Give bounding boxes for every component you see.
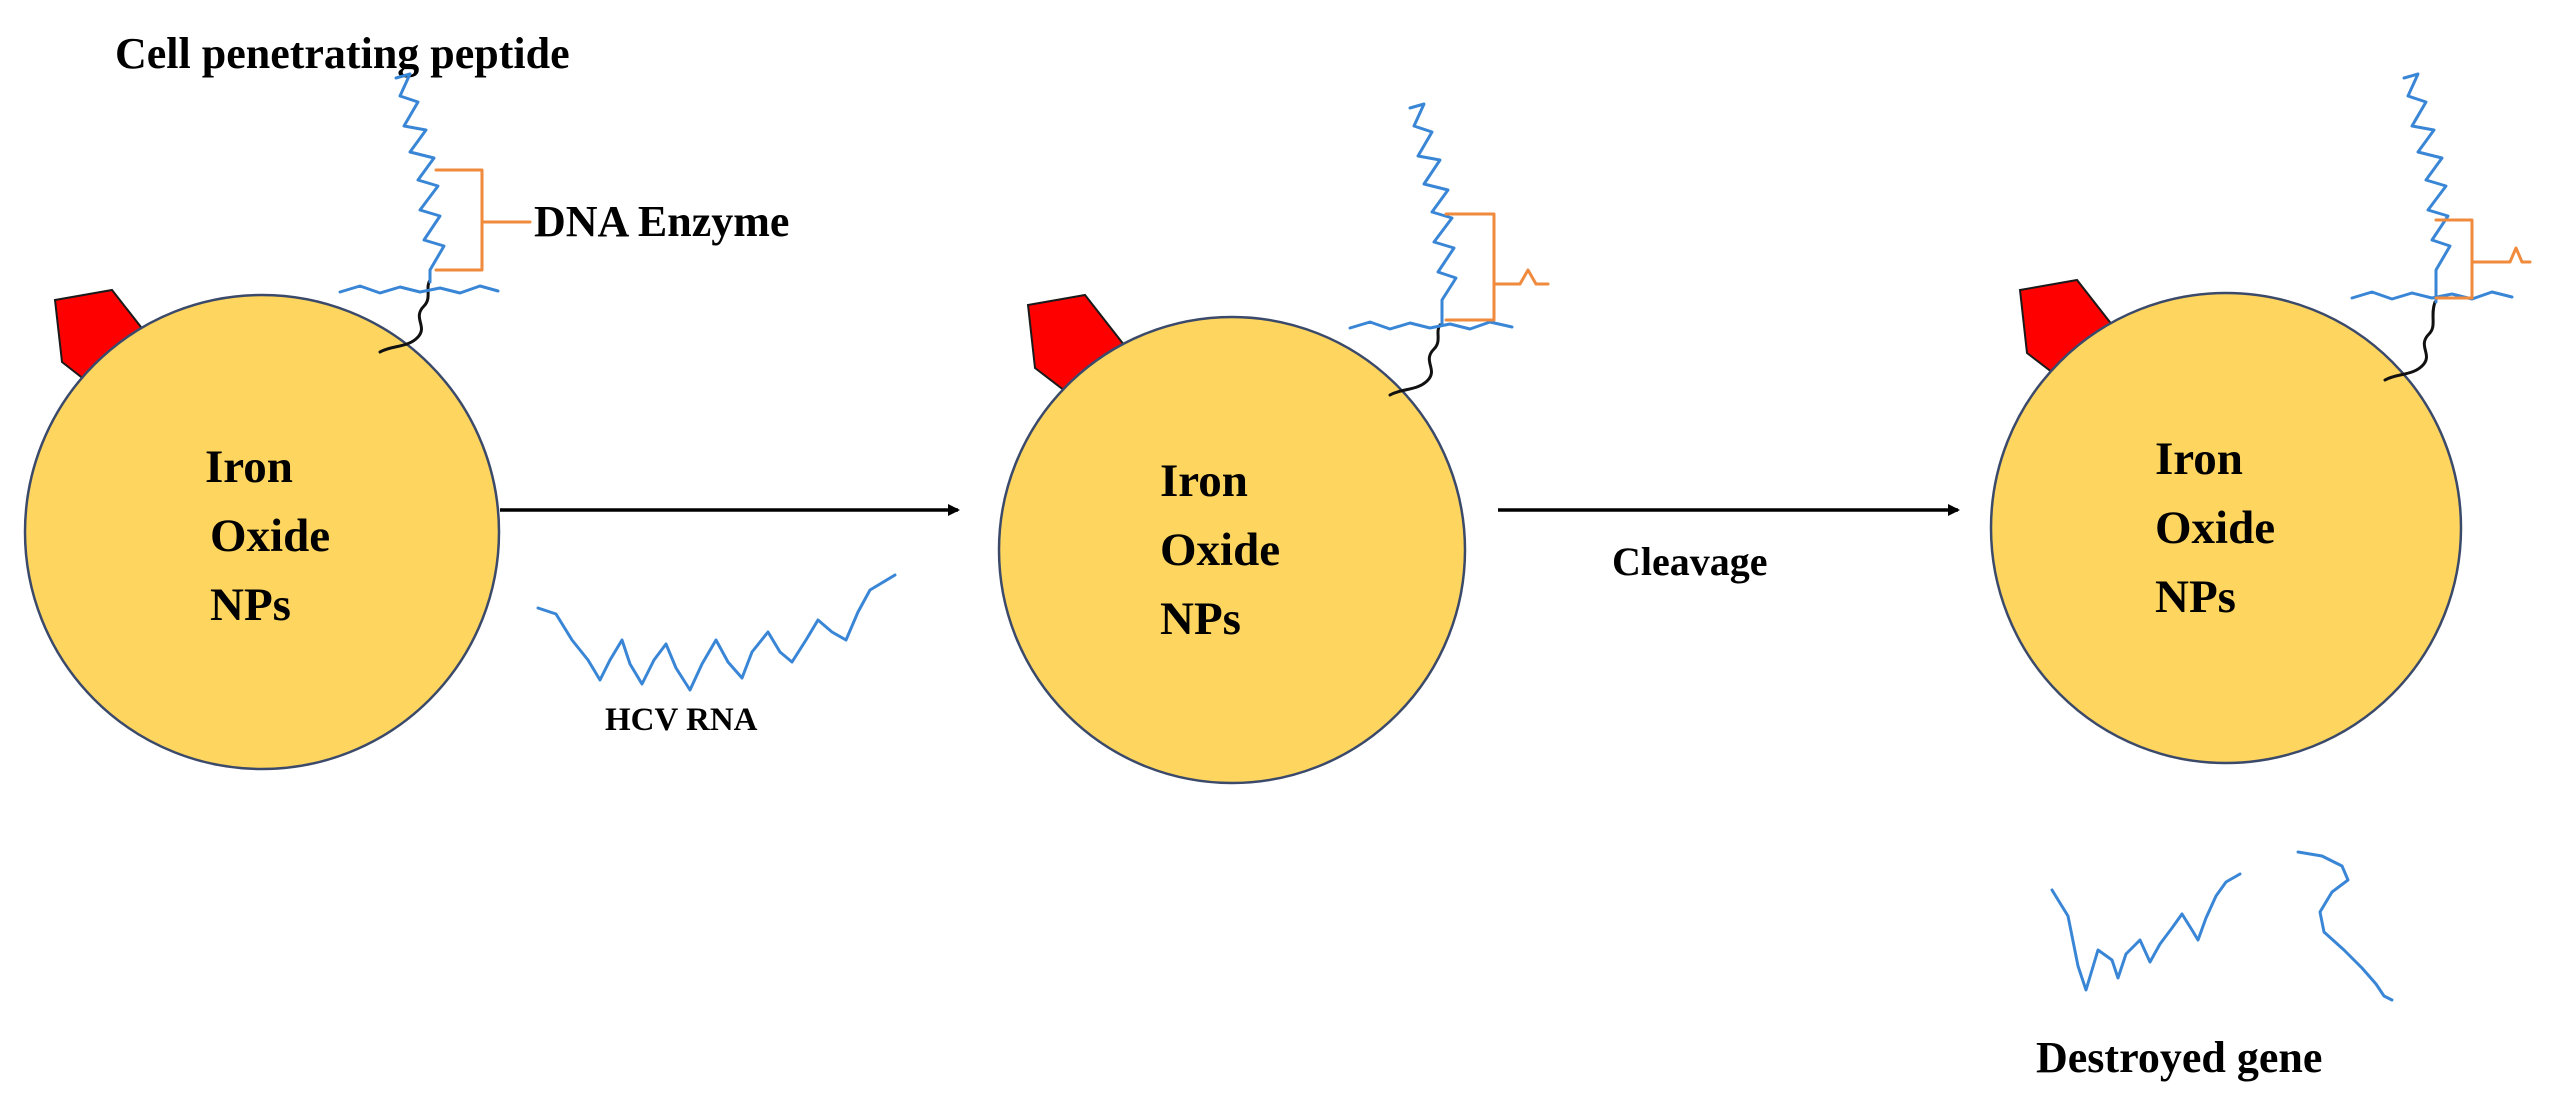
cell-penetrating-peptide-tail	[1348, 320, 1514, 331]
np-label-line3: NPs	[1160, 593, 1241, 645]
cell-penetrating-peptide-tail	[338, 284, 500, 295]
dna-enzyme-bracket	[2434, 218, 2532, 300]
np-label-line2: Oxide	[1160, 524, 1280, 576]
np-label-line1: Iron	[2155, 433, 2243, 485]
cell-penetrating-peptide-tail	[2350, 290, 2514, 301]
iron-oxide-sphere	[1989, 291, 2463, 765]
nanoparticle-3: Iron Oxide NPs	[1989, 72, 2532, 765]
linker-chain	[378, 278, 432, 354]
nanoparticle-2: Iron Oxide NPs	[997, 102, 1550, 785]
np-label-line1: Iron	[1160, 455, 1248, 507]
destroyed-gene-label: Destroyed gene	[2036, 1033, 2322, 1082]
cleavage-label: Cleavage	[1612, 539, 1768, 584]
np-label-line2: Oxide	[210, 510, 330, 562]
hcv-rna-strand	[536, 573, 897, 692]
np-label-line1: Iron	[205, 441, 293, 493]
cell-penetrating-peptide-strand	[2402, 72, 2452, 304]
np-label-line3: NPs	[210, 579, 291, 631]
linker-chain	[2383, 300, 2437, 382]
dna-enzyme-bracket	[1444, 212, 1550, 322]
destroyed-gene-fragment-1	[2050, 872, 2242, 992]
cell-penetrating-peptide-strand	[394, 72, 446, 284]
iron-oxide-sphere	[23, 293, 501, 771]
np-label-line3: NPs	[2155, 571, 2236, 623]
np-label-line2: Oxide	[2155, 502, 2275, 554]
dna-enzyme-label: DNA Enzyme	[534, 197, 789, 246]
cell-penetrating-peptide-label: Cell penetrating peptide	[115, 29, 570, 78]
dna-enzyme-bracket	[434, 168, 532, 272]
cell-penetrating-peptide-strand	[1408, 102, 1458, 327]
linker-chain	[1388, 323, 1442, 397]
nanoparticle-1: Iron Oxide NPs DNA Enzyme	[23, 72, 789, 771]
destroyed-gene-fragment-2	[2296, 850, 2394, 1002]
hcv-rna-label: HCV RNA	[605, 702, 758, 738]
iron-oxide-sphere	[997, 315, 1467, 785]
